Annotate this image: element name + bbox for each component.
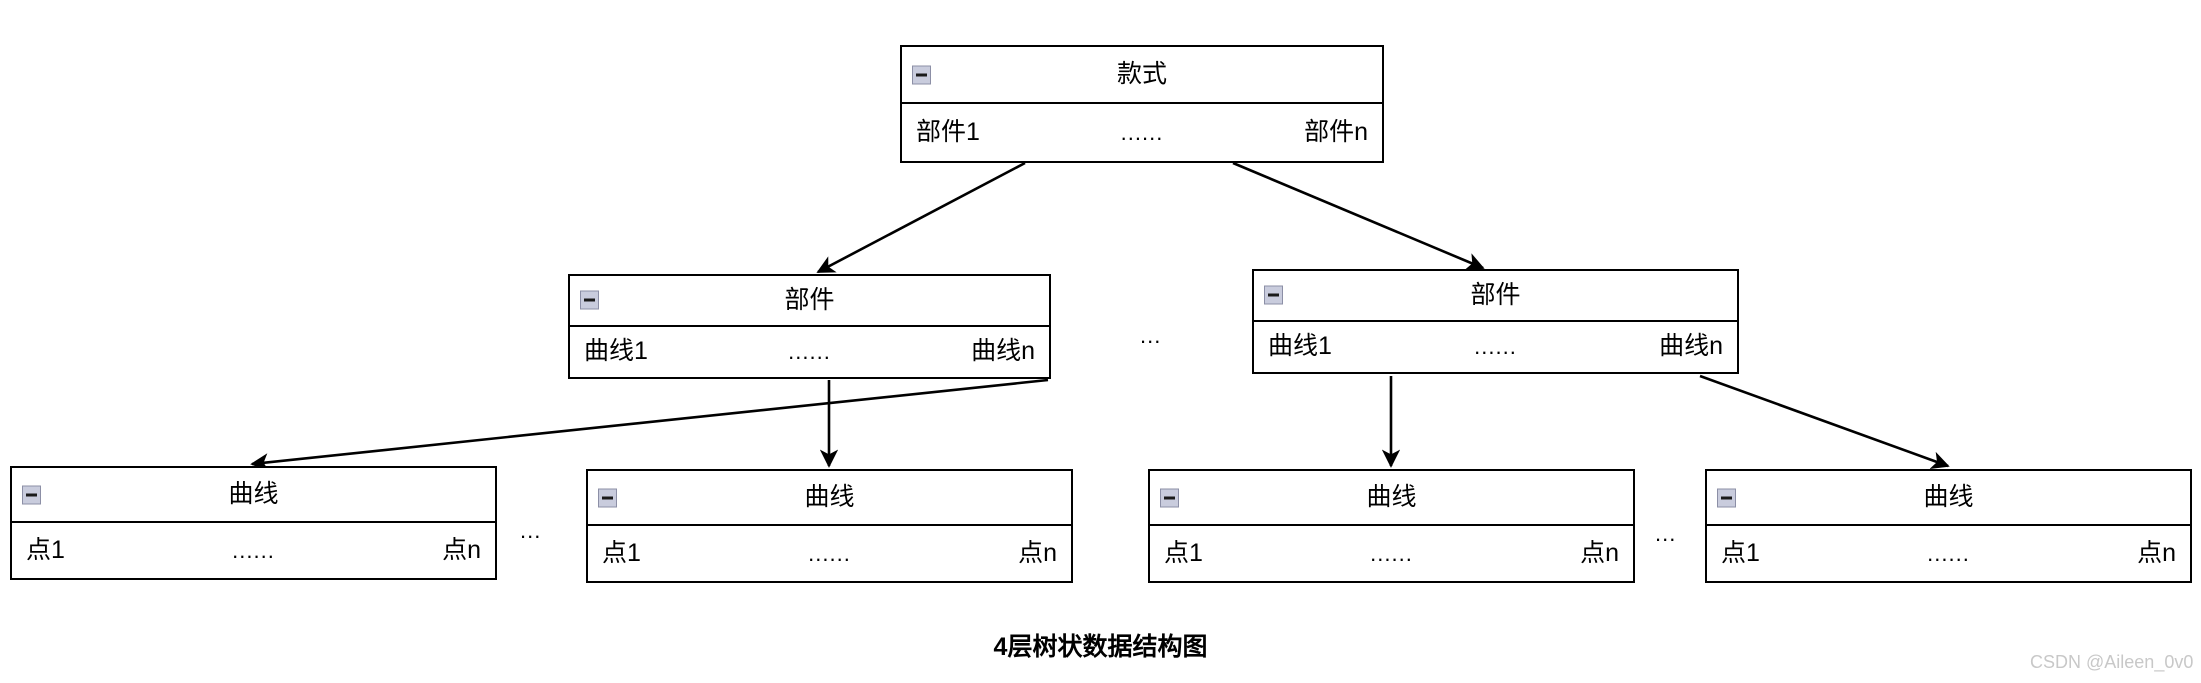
- node-header: 曲线: [12, 468, 495, 523]
- node-cell-last: 曲线n: [1659, 332, 1723, 361]
- node-title: 曲线: [1366, 483, 1417, 511]
- node-title: 曲线: [804, 483, 855, 511]
- node-body: 点1...... 点n: [12, 523, 495, 578]
- node-title: 曲线: [228, 480, 279, 508]
- node-body: 点1...... 点n: [1150, 526, 1633, 581]
- node-body: 曲线1...... 曲线n: [1254, 322, 1737, 373]
- node-cell-ellipsis: ......: [1120, 119, 1164, 145]
- node-cell-first: 点1: [26, 536, 65, 564]
- node-title: 部件: [1470, 280, 1521, 309]
- collapse-minus-icon[interactable]: [1160, 488, 1179, 507]
- edge-arrow-1: [816, 161, 1026, 274]
- collapse-minus-icon[interactable]: [1717, 488, 1736, 507]
- edge-arrow-3: [250, 378, 1049, 472]
- node-cell-first: 部件1: [916, 118, 980, 146]
- node-header: 部件: [1254, 271, 1737, 322]
- tree-node-level3-4[interactable]: 曲线点1...... 点n: [1705, 469, 2192, 583]
- node-cell-last: 点n: [442, 536, 481, 564]
- node-header: 曲线: [1707, 471, 2190, 526]
- sibling-ellipsis: ...: [520, 518, 542, 543]
- node-cell-first: 曲线1: [1268, 332, 1332, 361]
- node-cell-ellipsis: ......: [1474, 333, 1517, 359]
- node-cell-ellipsis: ......: [1927, 540, 1970, 566]
- node-cell-last: 部件n: [1304, 118, 1368, 146]
- node-cell-first: 点1: [1721, 539, 1760, 567]
- sibling-ellipsis: ...: [1655, 521, 1677, 546]
- node-cell-ellipsis: ......: [788, 338, 831, 364]
- tree-node-level2-1[interactable]: 部件曲线1...... 曲线n: [568, 274, 1051, 379]
- node-header: 曲线: [588, 471, 1071, 526]
- node-header: 款式: [902, 47, 1382, 104]
- sibling-ellipsis: ...: [1140, 323, 1162, 348]
- node-cell-first: 点1: [1164, 539, 1203, 567]
- node-cell-last: 点n: [1580, 539, 1619, 567]
- tree-node-level2-2[interactable]: 部件曲线1...... 曲线n: [1252, 269, 1739, 374]
- node-body: 点1...... 点n: [1707, 526, 2190, 581]
- node-title: 款式: [1116, 60, 1167, 88]
- node-body: 点1...... 点n: [588, 526, 1071, 581]
- tree-node-level3-3[interactable]: 曲线点1...... 点n: [1148, 469, 1635, 583]
- collapse-minus-icon[interactable]: [580, 290, 599, 310]
- collapse-minus-icon[interactable]: [598, 488, 617, 507]
- node-cell-last: 点n: [1018, 539, 1057, 567]
- collapse-minus-icon[interactable]: [912, 65, 931, 84]
- node-cell-first: 点1: [602, 539, 641, 567]
- edge-arrow-2: [1232, 161, 1485, 271]
- node-body: 部件1...... 部件n: [902, 104, 1382, 161]
- node-title: 曲线: [1923, 483, 1974, 511]
- node-cell-first: 曲线1: [584, 337, 648, 366]
- node-cell-ellipsis: ......: [232, 537, 275, 563]
- tree-node-level3-2[interactable]: 曲线点1...... 点n: [586, 469, 1073, 583]
- node-header: 部件: [570, 276, 1049, 327]
- collapse-minus-icon[interactable]: [22, 485, 41, 504]
- collapse-minus-icon[interactable]: [1264, 285, 1283, 305]
- tree-node-level1-1[interactable]: 款式部件1...... 部件n: [900, 45, 1384, 163]
- node-cell-last: 点n: [2137, 539, 2176, 567]
- watermark-label: CSDN @Aileen_0v0: [2030, 652, 2194, 672]
- edge-arrow-6: [1699, 374, 1950, 469]
- node-cell-last: 曲线n: [971, 337, 1035, 366]
- tree-node-level3-1[interactable]: 曲线点1...... 点n: [10, 466, 497, 580]
- node-body: 曲线1...... 曲线n: [570, 327, 1049, 378]
- node-cell-ellipsis: ......: [808, 540, 851, 566]
- node-header: 曲线: [1150, 471, 1633, 526]
- node-title: 部件: [784, 285, 835, 314]
- node-cell-ellipsis: ......: [1370, 540, 1413, 566]
- diagram-caption: 4层树状数据结构图: [993, 633, 1208, 661]
